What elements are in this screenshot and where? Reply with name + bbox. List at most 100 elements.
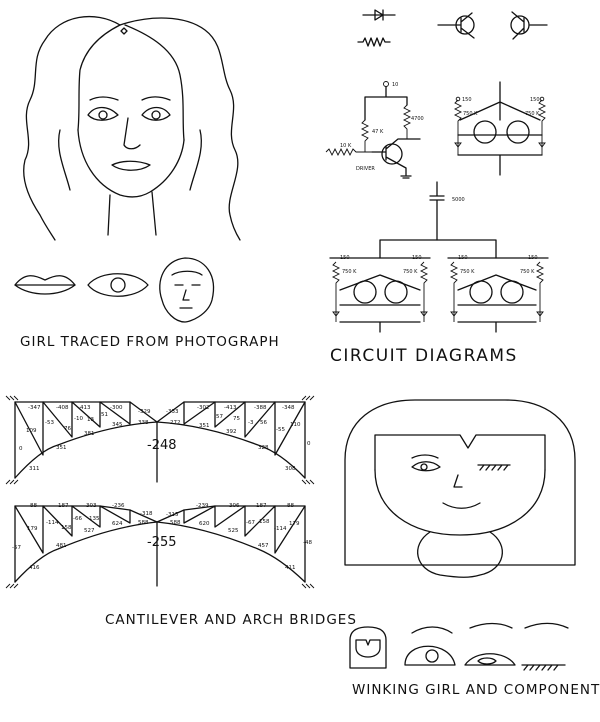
label: -57 [12,545,21,551]
label: -114 [46,520,59,526]
caption-circuit: CIRCUIT DIAGRAMS [330,346,518,366]
label: DRIVER [356,166,375,172]
caption-winking: WINKING GIRL AND COMPONENTS [352,682,600,698]
label: -303 [84,503,97,509]
girl-components [14,257,214,323]
winking-girl-components [349,622,569,671]
label: -10 [74,416,83,422]
label: -318 [140,511,153,517]
label: 150 [530,97,540,103]
label: 750 K [463,111,478,117]
label: 75 [233,416,240,422]
label: -88 [285,503,294,509]
label: -255 [147,535,177,550]
label: -67 [246,520,255,526]
eye-component [87,273,149,297]
label: -236 [112,503,125,509]
label: 109 [26,428,37,434]
label: -408 [56,405,69,411]
label: -48 [303,540,312,546]
label: 381 [84,431,95,437]
label: -347 [28,405,41,411]
label: 750 K [525,111,540,117]
label: 351 [56,445,67,451]
flip-flop-top: 150 150 750 K 750 K [453,81,547,176]
label: 150 [528,255,538,261]
label: 10 [392,82,398,88]
winking-girl-drawing [344,399,576,578]
label: 10 K [340,143,352,149]
label: 481 [56,543,67,549]
caption-girl: GIRL TRACED FROM PHOTOGRAPH [20,334,280,350]
label: 750 K [520,269,535,275]
capacitor: 5000 [379,181,497,259]
diode-symbol [362,9,396,21]
label: 76 [64,426,71,432]
label: 351 [199,423,210,429]
flip-flops-bottom: 150 150 750 K 750 K 150 150 750 K 750 K [329,255,549,333]
label: 0 [19,446,23,452]
label: 51 [101,412,108,418]
transistor-symbol-npn [437,12,475,39]
label: 750 K [460,269,475,275]
label: 588 [170,520,181,526]
label: 620 [199,521,210,527]
face-outline-component [159,257,214,323]
label: 527 [84,528,95,534]
label: -239 [196,503,209,509]
label: 272 [170,420,181,426]
label: 158 [259,519,270,525]
label: 179 [289,521,300,527]
label: 525 [228,528,239,534]
label: -53 [45,420,54,426]
label: -300 [110,405,123,411]
label: 411 [285,565,296,571]
label: 328 [258,445,269,451]
label: 588 [138,520,149,526]
label: 750 K [403,269,418,275]
label: 158 [61,525,72,531]
label: 150 [340,255,350,261]
label: 57 [216,414,223,420]
label: -114 [274,526,287,532]
label: 750 K [342,269,357,275]
label: 150 [412,255,422,261]
label: -88 [28,503,37,509]
lips-component [14,275,76,295]
label: 624 [112,521,123,527]
label: -413 [78,405,91,411]
circuit-symbols [357,9,548,47]
label: -306 [227,503,240,509]
label: -3 [248,420,254,426]
arch-bridge: -255 -88 -187 -303 -236 -318 -315 -239 -… [5,503,315,589]
label: 150 [458,255,468,261]
label: -388 [254,405,267,411]
label: 13 [87,417,94,423]
label: -55 [276,427,285,433]
label: -302 [197,405,209,411]
label: -413 [224,405,237,411]
label: 457 [258,543,269,549]
label: 416 [29,565,40,571]
label: 135 [89,516,100,522]
label: 338 [138,420,149,426]
label: -66 [73,516,82,522]
label: -348 [282,405,295,411]
traced-girl-drawing [23,15,241,241]
label: -333 [166,409,179,415]
label: 179 [27,526,38,532]
label: -329 [138,409,151,415]
caption-bridges: CANTILEVER AND ARCH BRIDGES [105,612,357,628]
label: 47 K [372,129,384,135]
label: 392 [226,429,237,435]
label: 308 [285,466,296,472]
label: 56 [260,420,267,426]
label: 4700 [411,116,424,122]
transistor-symbol-pnp [510,11,548,40]
label: -248 [147,438,177,453]
label: 345 [112,422,123,428]
label: 110 [290,422,301,428]
resistor-symbol [357,37,391,47]
label: 150 [462,97,472,103]
